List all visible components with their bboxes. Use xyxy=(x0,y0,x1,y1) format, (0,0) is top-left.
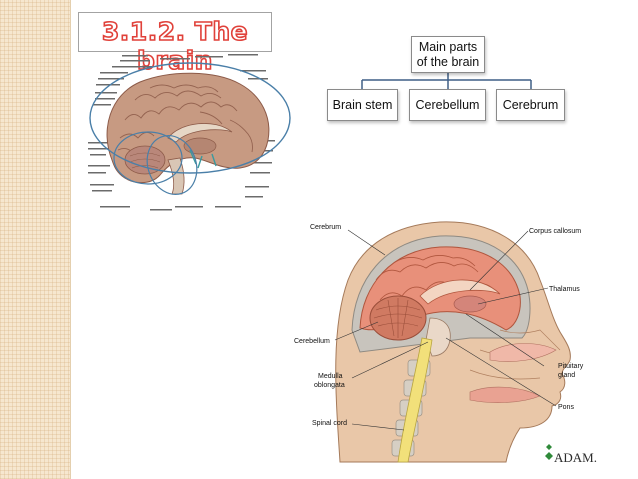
org-node-cerebrum: Cerebrum xyxy=(496,89,565,121)
label-cerebellum: Cerebellum xyxy=(294,338,330,345)
label-pons: Pons xyxy=(558,404,574,411)
label-spinal-cord: Spinal cord xyxy=(312,420,347,427)
brain-sagittal-illustration xyxy=(88,54,291,211)
org-node-brain-stem: Brain stem xyxy=(327,89,398,121)
stripe-divider xyxy=(70,0,71,479)
org-node-label: Cerebellum xyxy=(415,97,480,112)
label-cerebrum: Cerebrum xyxy=(310,224,341,231)
label-corpus-callosum: Corpus callosum xyxy=(529,228,581,235)
label-thalamus: Thalamus xyxy=(549,286,580,293)
slide-title-box: 3.1.2. The brain xyxy=(78,12,272,76)
org-node-label: Brain stem xyxy=(332,97,393,112)
org-root-label: Main parts of the brain xyxy=(416,39,480,69)
adam-logo-text: ADAM. xyxy=(554,450,597,465)
org-node-cerebellum: Cerebellum xyxy=(409,89,486,121)
decorative-side-stripe xyxy=(0,0,70,479)
org-root-node: Main parts of the brain xyxy=(411,36,485,73)
adam-logo: ADAM. xyxy=(545,444,597,465)
slide-title: 3.1.2. The brain xyxy=(101,16,249,76)
org-node-label: Cerebrum xyxy=(502,97,559,112)
